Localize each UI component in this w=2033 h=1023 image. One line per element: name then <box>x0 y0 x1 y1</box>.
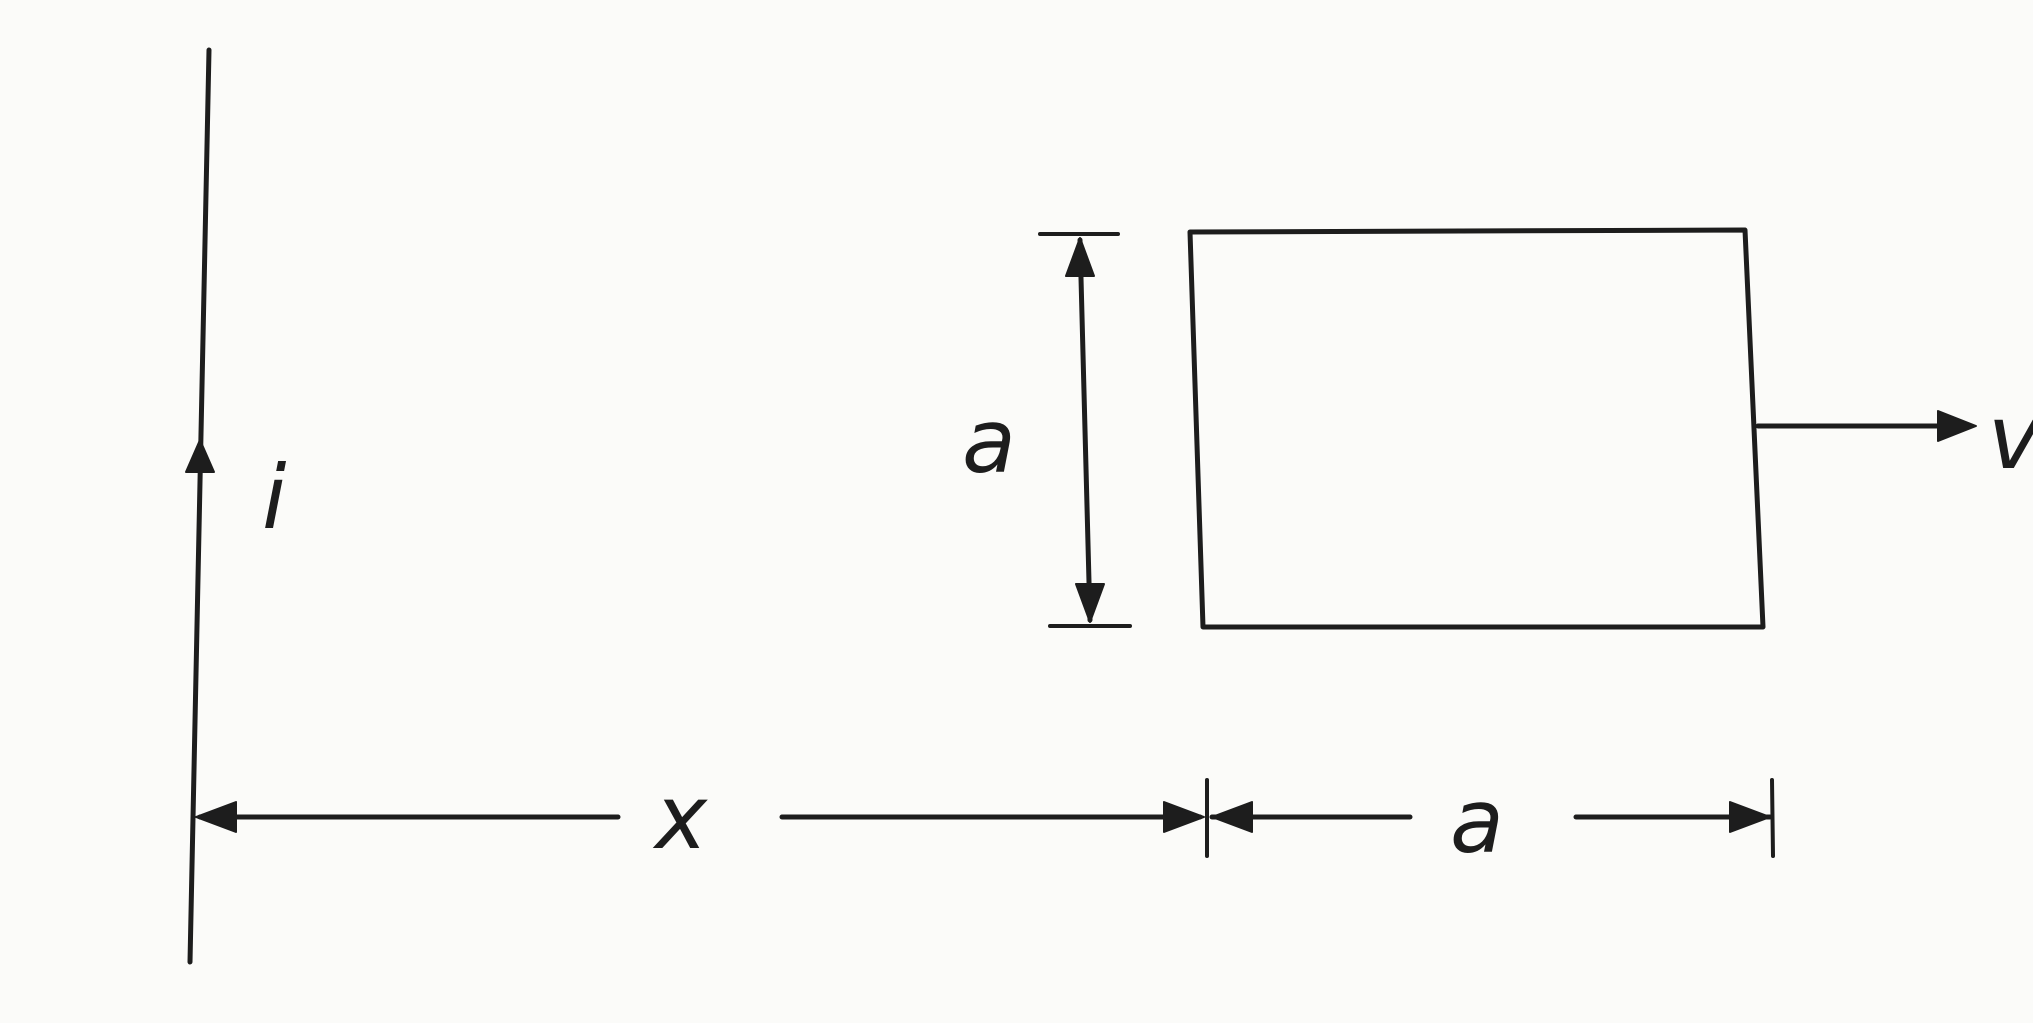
width-arrow-left-icon <box>1211 801 1253 833</box>
distance-arrow-left-icon <box>195 801 237 833</box>
distance-label: x <box>652 766 708 869</box>
rectangular-loop <box>1187 227 1766 630</box>
loop-height-label: a <box>962 390 1016 493</box>
height-dimension <box>1038 232 1132 628</box>
width-dimension <box>1209 778 1775 858</box>
distance-dimension <box>195 778 1209 858</box>
width-arrow-right-icon <box>1729 801 1771 833</box>
velocity-arrow <box>1755 410 1977 442</box>
height-arrow-down-icon <box>1075 583 1105 623</box>
current-label: i <box>262 446 287 549</box>
wire-line <box>187 47 212 965</box>
width-tick <box>1770 778 1775 858</box>
velocity-arrow-icon <box>1937 410 1977 442</box>
height-dimension-line <box>1077 237 1093 623</box>
velocity-label: v <box>1988 386 2033 489</box>
straight-wire <box>185 47 215 965</box>
distance-arrow-right-icon <box>1163 801 1205 833</box>
loop-width-label: a <box>1450 770 1504 873</box>
height-arrow-up-icon <box>1065 237 1095 277</box>
current-arrow-icon <box>185 439 215 473</box>
